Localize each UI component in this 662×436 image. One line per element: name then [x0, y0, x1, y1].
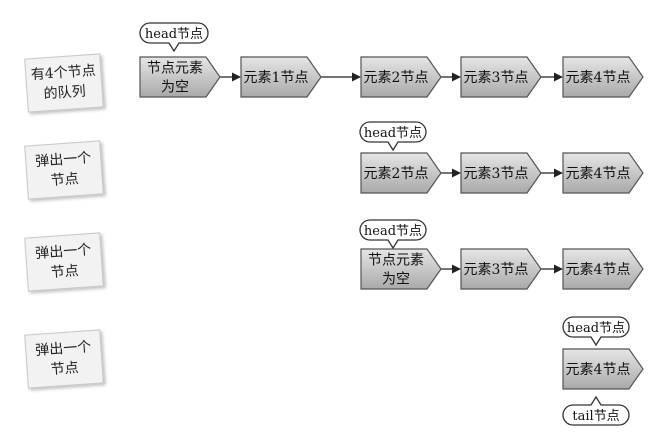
queue-node-label: 元素4节点 [566, 166, 631, 182]
node-label-line: 节点元素 [368, 253, 424, 269]
queue-node-label: 节点元素为空 [368, 253, 424, 288]
callouts: head节点 head节点 head节点 head节点 tail节点 [139, 22, 630, 426]
node-label-line: 元素3节点 [464, 70, 529, 86]
node-label-line: 元素3节点 [464, 262, 529, 278]
callout-label: head节点 [145, 27, 203, 42]
queue-node-label: 元素2节点 [364, 70, 429, 86]
queue-node-label: 元素3节点 [464, 262, 529, 278]
head-callout-row1: head节点 [139, 22, 209, 53]
queue-node-label: 元素3节点 [464, 70, 529, 86]
node-label-line: 元素4节点 [566, 166, 631, 182]
node-label-line: 元素2节点 [364, 70, 429, 86]
queue-node-label: 元素4节点 [566, 262, 631, 278]
queue-node [562, 248, 644, 290]
queue-node [460, 56, 542, 98]
node-label-line: 为空 [161, 80, 189, 96]
callout-label: tail节点 [572, 409, 619, 424]
queue-node [562, 348, 644, 390]
nodes: 节点元素为空元素1节点元素2节点元素3节点元素4节点元素2节点元素3节点元素4节… [139, 56, 644, 390]
head-callout-row2: head节点 [359, 121, 427, 152]
node-label-line: 元素4节点 [566, 262, 631, 278]
queue-node-label: 节点元素为空 [147, 61, 203, 96]
queue-node-label: 元素2节点 [364, 166, 429, 182]
node-label-line: 元素3节点 [464, 166, 529, 182]
queue-node [360, 248, 442, 290]
head-callout-row3: head节点 [359, 219, 427, 250]
head-callout-row4: head节点 [562, 316, 630, 347]
callout-label: head节点 [364, 224, 422, 239]
callout-bubble [359, 219, 427, 250]
queue-node-label: 元素1节点 [244, 70, 309, 86]
edges [220, 72, 563, 274]
node-label-line: 为空 [382, 272, 410, 288]
callout-bubble [359, 121, 427, 152]
queue-node [562, 56, 644, 98]
queue-node [460, 248, 542, 290]
node-label-line: 元素4节点 [566, 362, 631, 378]
callout-label: head节点 [364, 126, 422, 141]
queue-node-label: 元素4节点 [566, 362, 631, 378]
callout-bubble [562, 316, 630, 347]
node-label-line: 元素4节点 [566, 70, 631, 86]
node-label-line: 元素1节点 [244, 70, 309, 86]
node-label-line: 元素2节点 [364, 166, 429, 182]
queue-node [460, 152, 542, 194]
queue-node [360, 56, 442, 98]
callout-bubble [139, 22, 209, 53]
queue-node-label: 元素4节点 [566, 70, 631, 86]
tail-callout-row4: tail节点 [562, 395, 630, 426]
callout-bubble [562, 395, 630, 426]
queue-node [240, 56, 322, 98]
node-label-line: 节点元素 [147, 61, 203, 77]
queue-node-label: 元素3节点 [464, 166, 529, 182]
callout-label: head节点 [567, 321, 625, 336]
queue-node [139, 56, 221, 98]
queue-node [562, 152, 644, 194]
queue-node [360, 152, 442, 194]
